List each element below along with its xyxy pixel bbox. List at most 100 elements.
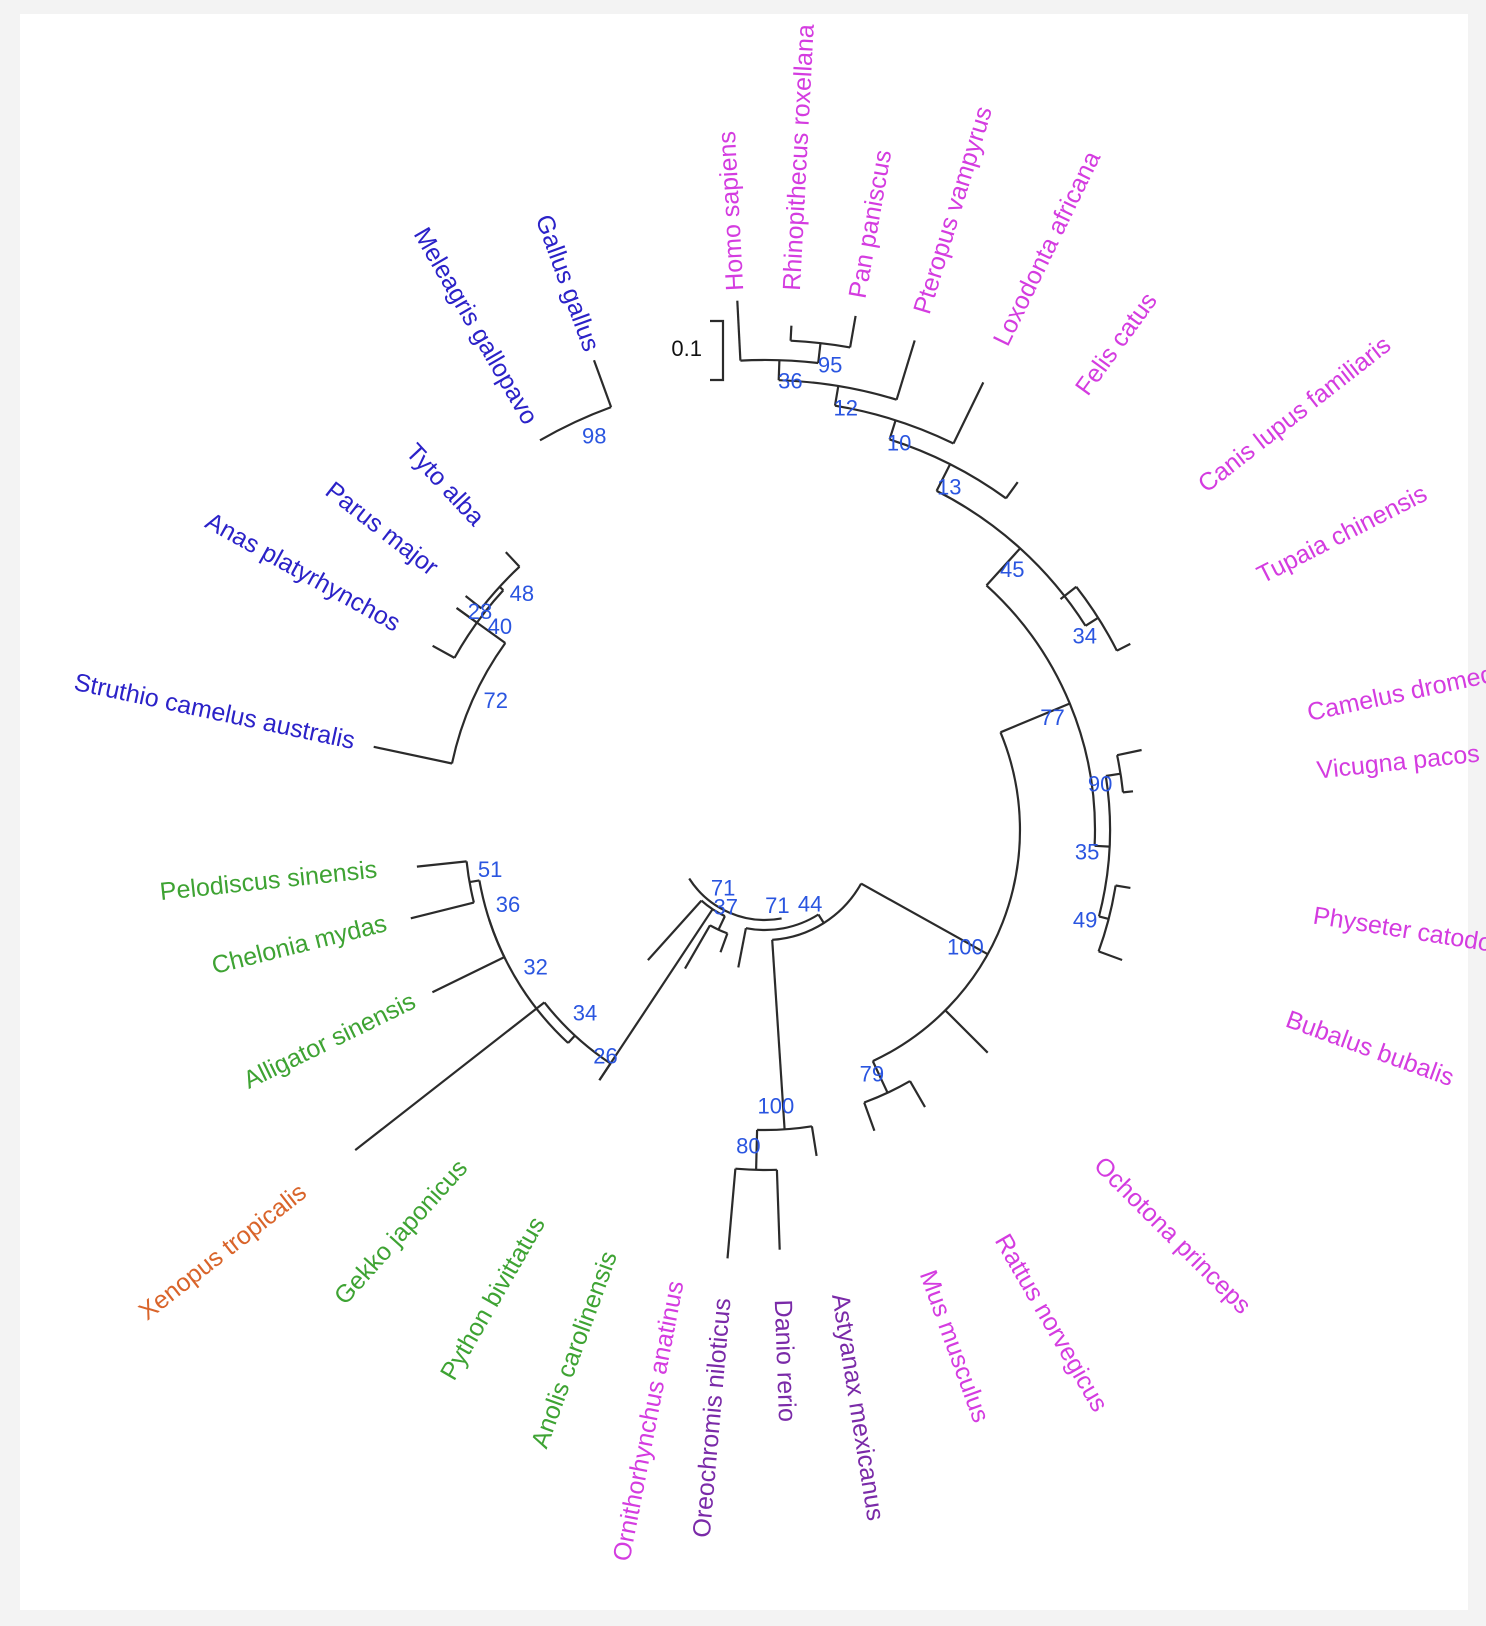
bootstrap-value: 95: [818, 352, 842, 377]
bootstrap-value: 32: [523, 954, 547, 979]
branch-segment: [1116, 748, 1142, 757]
taxon-label-pteropus-vampyrus: Pteropus vampyrus: [908, 103, 998, 317]
branch-segment: [592, 359, 613, 408]
root-arc: [688, 877, 782, 922]
taxon-label-loxodonta-africana: Loxodonta africana: [988, 147, 1106, 350]
taxon-label-alligator-sinensis: Alligator sinensis: [239, 987, 420, 1094]
branch-segment: [410, 901, 475, 920]
bootstrap-value: 77: [1040, 705, 1064, 730]
branch-segment: [1115, 884, 1131, 889]
taxon-label-xenopus-tropicalis: Xenopus tropicalis: [134, 1178, 312, 1326]
taxon-label-mus-musculus: Mus musculus: [914, 1266, 995, 1426]
branch-segment: [1000, 702, 1071, 734]
taxon-label-bubalus-bubalis: Bubalus bubalis: [1282, 1005, 1457, 1092]
branch-segment: [863, 1102, 876, 1132]
branch-segment: [684, 924, 711, 970]
taxon-label-chelonia-mydas: Chelonia mydas: [209, 909, 390, 980]
branch-segment: [598, 908, 714, 1081]
bootstrap-value: 34: [1072, 624, 1096, 649]
taxon-label-pelodiscus-sinensis: Pelodiscus sinensis: [159, 855, 379, 906]
branch-segment: [775, 1169, 781, 1250]
taxon-label-anolis-carolinensis: Anolis carolinensis: [526, 1248, 623, 1452]
branch-segment: [567, 1034, 576, 1044]
taxon-label-meleagris-gallopavo: Meleagris gallopavo: [408, 223, 543, 430]
figure-frame: [20, 14, 1468, 1610]
taxon-label-ornithorhynchus-anatinus: Ornithorhynchus anatinus: [608, 1279, 690, 1564]
taxon-label-gallus-gallus: Gallus gallus: [530, 211, 605, 355]
tree-branches: [354, 300, 1142, 1259]
node-arc: [889, 438, 1007, 500]
scale-bar-line: [710, 319, 725, 382]
taxon-labels: Homo sapiens Rhinopithecus roxellana Pan p…: [72, 23, 1486, 1563]
bootstrap-value: 51: [478, 857, 502, 882]
taxon-label-pan-paniscus: Pan paniscus: [844, 148, 898, 301]
bootstrap-value: 71: [765, 893, 789, 918]
bootstrap-value: 37: [713, 895, 737, 920]
node-arc: [1097, 775, 1112, 917]
branch-segment: [895, 340, 916, 401]
branch-segment: [1098, 950, 1123, 962]
node-arc: [539, 406, 612, 442]
branch-segment: [817, 913, 825, 924]
branch-segment: [888, 419, 897, 440]
bootstrap-value: 13: [937, 474, 961, 499]
branch-segment: [1059, 585, 1077, 600]
branch-segment: [647, 899, 703, 961]
bootstrap-value: 98: [582, 423, 606, 448]
branch-segment: [469, 879, 480, 884]
taxon-label-rhinopithecus-roxellana: Rhinopithecus roxellana: [778, 23, 820, 291]
bootstrap-value: 36: [496, 892, 520, 917]
branch-segment: [871, 1060, 889, 1094]
taxon-label-tupaia-chinensis: Tupaia chinensis: [1253, 480, 1432, 590]
branch-segment: [432, 644, 456, 659]
branch-segment: [1116, 642, 1131, 652]
bootstrap-value: 71: [711, 876, 735, 901]
taxon-label-astyanax-mexicanus: Astyanax mexicanus: [826, 1292, 890, 1523]
branch-segment: [1094, 844, 1110, 848]
bootstrap-value: 36: [778, 369, 802, 394]
bootstrap-value: 72: [484, 688, 508, 713]
taxon-label-ochotona-princeps: Ochotona princeps: [1088, 1151, 1256, 1319]
branch-segment: [944, 1009, 989, 1054]
bootstrap-value: 90: [1088, 772, 1112, 797]
bootstrap-value: 48: [510, 581, 534, 606]
bootstrap-value: 40: [488, 614, 512, 639]
branch-segment: [1122, 790, 1134, 794]
taxon-label-python-bivittatus: Python bivittatus: [435, 1212, 551, 1385]
taxon-label-tyto-alba: Tyto alba: [400, 438, 490, 531]
taxon-label-vicugna-pacos: Vicugna pacos: [1315, 740, 1481, 785]
bootstrap-value: 49: [1073, 908, 1097, 933]
taxon-label-struthio-camelus-australis: Struthio camelus australis: [72, 668, 358, 755]
branch-segment: [717, 915, 726, 931]
branch-segment: [860, 882, 989, 956]
taxon-label-oreochromis-niloticus: Oreochromis niloticus: [688, 1297, 737, 1539]
bootstrap-value: 12: [833, 396, 857, 421]
scale-bar: 0.1: [671, 319, 725, 382]
branch-segment: [736, 300, 742, 361]
branch-segment: [504, 551, 521, 568]
branch-segment: [952, 381, 985, 444]
branch-segment: [455, 607, 506, 644]
bootstrap-value: 26: [593, 1044, 617, 1069]
taxon-label-felis-catus: Felis catus: [1070, 287, 1163, 400]
branch-segment: [771, 939, 786, 1130]
branch-segment: [719, 933, 729, 953]
bootstrap-value: 10: [887, 431, 911, 456]
branch-segment: [464, 595, 482, 610]
node-arc: [450, 642, 507, 764]
branch-segment: [1084, 616, 1099, 627]
node-arc: [872, 731, 1022, 1063]
bootstrap-value: 44: [798, 891, 822, 916]
taxon-label-rattus-norvegicus: Rattus norvegicus: [989, 1229, 1113, 1416]
branch-segment: [849, 315, 857, 348]
branch-segment: [598, 1062, 612, 1081]
taxon-label-gekko-japonicus: Gekko japonicus: [329, 1154, 473, 1310]
branch-segment: [726, 1168, 737, 1259]
bootstrap-value: 28: [468, 599, 492, 624]
node-arc: [834, 404, 954, 445]
taxon-label-homo-sapiens: Homo sapiens: [713, 130, 749, 291]
scale-bar-label: 0.1: [671, 336, 702, 361]
bootstrap-value: 35: [1075, 840, 1099, 865]
